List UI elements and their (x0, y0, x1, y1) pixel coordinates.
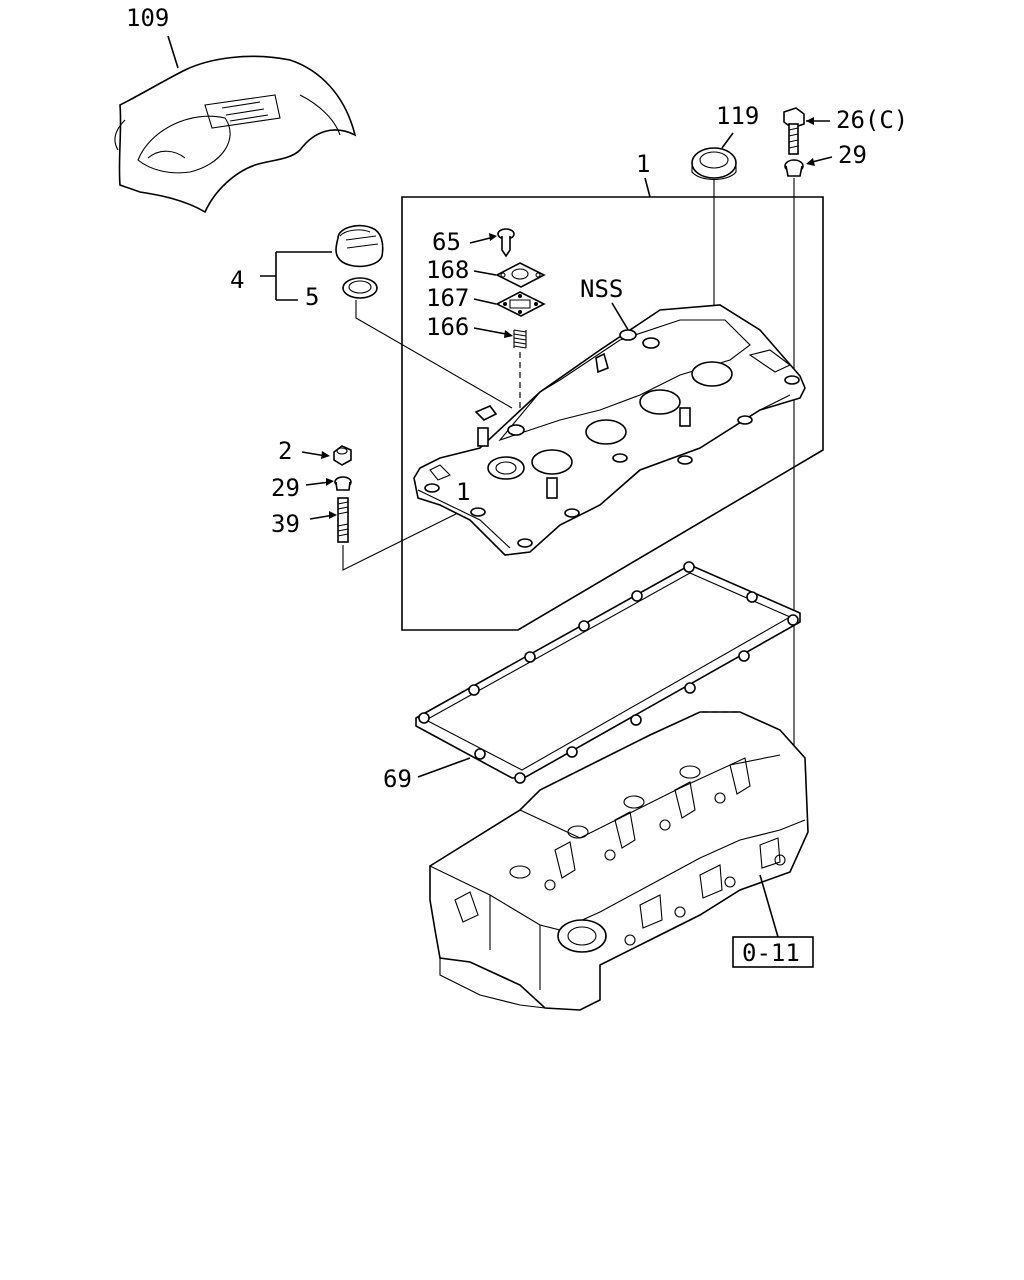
callout-168: 168 (426, 256, 469, 284)
leader-1-top (644, 177, 651, 198)
cylinder-head-cover-part-1[interactable] (413, 304, 806, 556)
washer-part-29-lower[interactable] (334, 476, 352, 491)
reference-box[interactable] (732, 936, 814, 968)
oil-filler-cap-part-4[interactable] (335, 224, 384, 268)
assembly-bracket-part-1 (401, 196, 824, 631)
washer-part-29-upper[interactable] (784, 159, 804, 177)
callout-5: 5 (305, 283, 319, 311)
stud-part-39[interactable] (337, 497, 349, 543)
leader-69 (417, 757, 471, 778)
bracket-4 (260, 251, 332, 301)
arrow-166 (504, 330, 513, 338)
callout-26c: 26(C) (836, 106, 908, 134)
arrow-65 (489, 233, 497, 241)
assembly-line-stud (342, 507, 469, 571)
plate-part-168[interactable] (495, 262, 546, 288)
reference-box-label: 0-11 (742, 939, 800, 967)
head-cover-gasket-part-69[interactable] (415, 561, 801, 784)
callout-39: 39 (271, 510, 300, 538)
assembly-line-cap (355, 300, 513, 409)
arrow-29-lower (326, 478, 334, 486)
callout-69: 69 (383, 765, 412, 793)
diaphragm-part-167[interactable] (495, 291, 546, 317)
nut-part-2[interactable] (333, 445, 352, 466)
arrow-29-upper (806, 158, 815, 166)
leader-167 (473, 298, 497, 305)
callout-166: 166 (426, 313, 469, 341)
arrow-39 (329, 511, 337, 519)
seal-part-119[interactable] (691, 147, 737, 181)
spring-part-166[interactable] (513, 329, 527, 349)
callout-29-upper: 29 (838, 141, 867, 169)
callout-109: 109 (126, 4, 169, 32)
callout-119: 119 (716, 102, 759, 130)
callout-167: 167 (426, 284, 469, 312)
callout-2: 2 (278, 437, 292, 465)
callout-4: 4 (230, 266, 244, 294)
leader-109 (167, 35, 179, 69)
callout-65: 65 (432, 228, 461, 256)
callout-nss: NSS (580, 275, 623, 303)
leader-119 (721, 132, 734, 149)
callout-29-lower: 29 (271, 474, 300, 502)
leader-0-11 (759, 874, 779, 938)
leader-nss (611, 302, 631, 334)
screw-part-65[interactable] (497, 228, 515, 258)
engine-cover-part-109[interactable] (114, 55, 357, 214)
cylinder-head-reference[interactable] (429, 711, 809, 1011)
head-cover-outline (539, 711, 740, 791)
bolt-part-26c[interactable] (783, 107, 805, 155)
callout-1-side: 1 (456, 478, 470, 506)
leader-168 (473, 270, 497, 276)
callout-1-top: 1 (636, 150, 650, 178)
arrow-26c (806, 117, 814, 125)
arrow-2 (321, 451, 330, 459)
gasket-part-5[interactable] (342, 277, 378, 299)
